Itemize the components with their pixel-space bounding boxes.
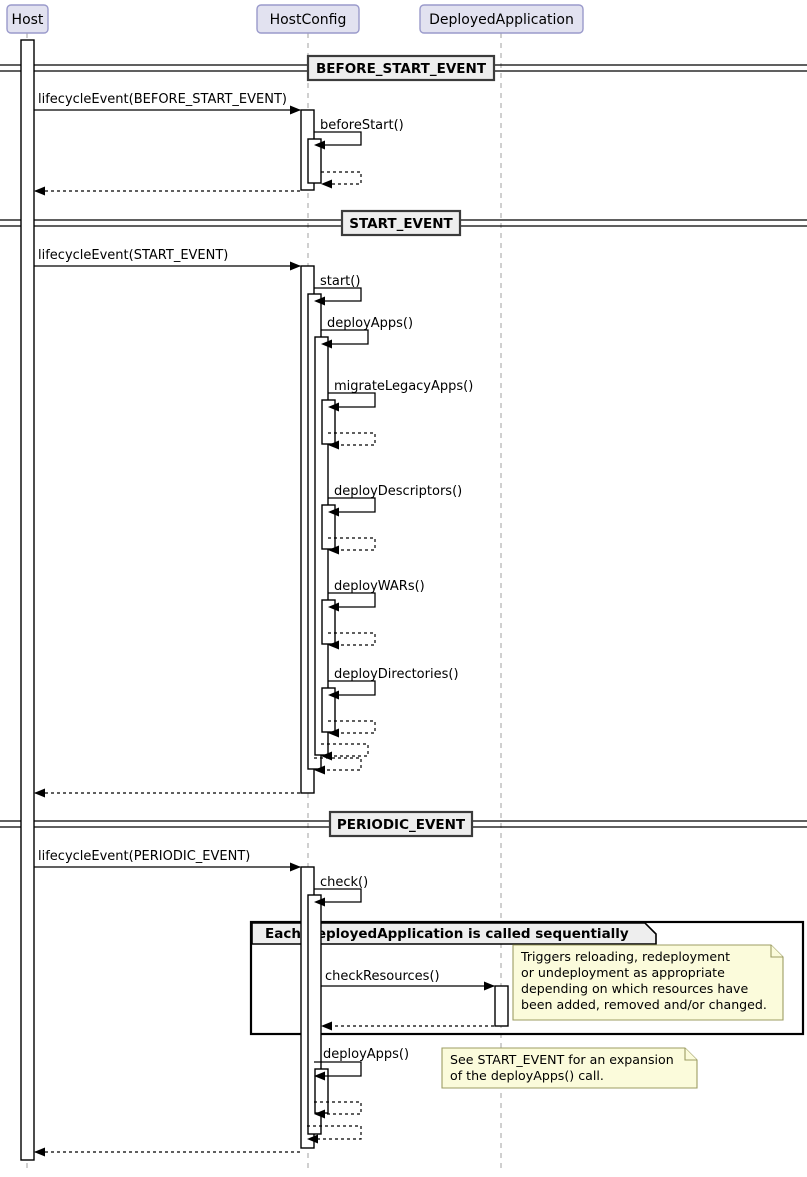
message-m21: checkResources() (321, 969, 495, 991)
event-divider-label: START_EVENT (349, 216, 453, 232)
message-m2: beforeStart() (314, 118, 404, 150)
message-m24 (314, 1101, 362, 1119)
participant-host[interactable]: Host (6, 4, 49, 34)
message-label: deployApps() (323, 1047, 409, 1062)
participant-deployedapplication[interactable]: DeployedApplication (419, 4, 584, 34)
activation-hostconfig-before-start-self (307, 138, 322, 184)
event-divider-before-start: BEFORE_START_EVENT (0, 54, 807, 82)
message-label: deployDescriptors() (334, 484, 462, 499)
note-line: of the deployApps() call. (450, 1068, 604, 1083)
event-dividers-layer: BEFORE_START_EVENT START_EVENT PERIODIC_EV… (0, 54, 807, 838)
message-m23: deployApps() (314, 1047, 409, 1081)
activation-deployedapp-checkresources (494, 985, 509, 1027)
message-m3 (321, 171, 362, 189)
note-line: been added, removed and/or changed. (521, 997, 767, 1012)
activation-host-activation (20, 39, 35, 1161)
message-m9 (328, 432, 376, 450)
group-label: Each DeployedApplication is called seque… (265, 926, 629, 942)
message-label: lifecycleEvent(START_EVENT) (38, 248, 228, 263)
participants-layer: Host HostConfig DeployedApplication (6, 4, 584, 34)
message-m12: deployWARs() (328, 579, 425, 612)
message-m8: migrateLegacyApps() (328, 379, 473, 412)
activation-bars-layer (20, 39, 509, 1161)
participant-label: Host (12, 12, 44, 28)
message-label: deployDirectories() (334, 667, 459, 682)
message-label: lifecycleEvent(BEFORE_START_EVENT) (38, 92, 287, 107)
note-line: or undeployment as appropriate (521, 965, 725, 980)
message-m20: check() (314, 875, 368, 907)
participant-label: HostConfig (270, 12, 347, 28)
message-label: check() (320, 875, 368, 890)
lifelines-layer (26, 33, 502, 1169)
message-m1: lifecycleEvent(BEFORE_START_EVENT) (34, 92, 301, 115)
message-label: start() (320, 274, 360, 289)
message-label: deployWARs() (334, 579, 425, 594)
message-m7: deployApps() (321, 316, 413, 349)
message-label: migrateLegacyApps() (334, 379, 473, 394)
activation-hostconfig-deploydescriptors (321, 504, 336, 550)
event-divider-start: START_EVENT (0, 209, 807, 237)
event-divider-periodic: PERIODIC_EVENT (0, 810, 807, 838)
note-line: See START_EVENT for an expansion (450, 1052, 674, 1067)
activation-hostconfig-migratelegacy (321, 399, 336, 445)
message-m14: deployDirectories() (328, 667, 459, 700)
group-group-each-deployed-application: Each DeployedApplication is called seque… (249, 920, 805, 1036)
message-label: deployApps() (327, 316, 413, 331)
message-m5: lifecycleEvent(START_EVENT) (34, 248, 301, 271)
message-m16 (321, 743, 369, 761)
participant-label: DeployedApplication (429, 12, 574, 28)
event-divider-label: PERIODIC_EVENT (337, 817, 466, 833)
note-line: Triggers reloading, redeployment (520, 949, 730, 964)
participant-hostconfig[interactable]: HostConfig (256, 4, 360, 34)
message-m11 (328, 537, 376, 555)
message-m13 (328, 632, 376, 650)
message-m15 (328, 720, 376, 738)
activation-hostconfig-deploywars (321, 599, 336, 645)
message-m10: deployDescriptors() (328, 484, 462, 517)
note-line: depending on which resources have (521, 981, 749, 996)
messages-layer: lifecycleEvent(BEFORE_START_EVENT)before… (34, 92, 495, 1157)
message-label: lifecycleEvent(PERIODIC_EVENT) (38, 849, 250, 864)
message-label: beforeStart() (320, 118, 404, 133)
event-divider-label: BEFORE_START_EVENT (316, 61, 487, 77)
message-label: checkResources() (325, 969, 440, 984)
activation-hostconfig-deploydirectories (321, 687, 336, 733)
message-m6: start() (314, 274, 362, 306)
group-frames-layer: Each DeployedApplication is called seque… (249, 920, 805, 1036)
message-m19: lifecycleEvent(PERIODIC_EVENT) (34, 849, 301, 872)
message-m25 (307, 1125, 362, 1144)
message-m17 (314, 757, 362, 775)
